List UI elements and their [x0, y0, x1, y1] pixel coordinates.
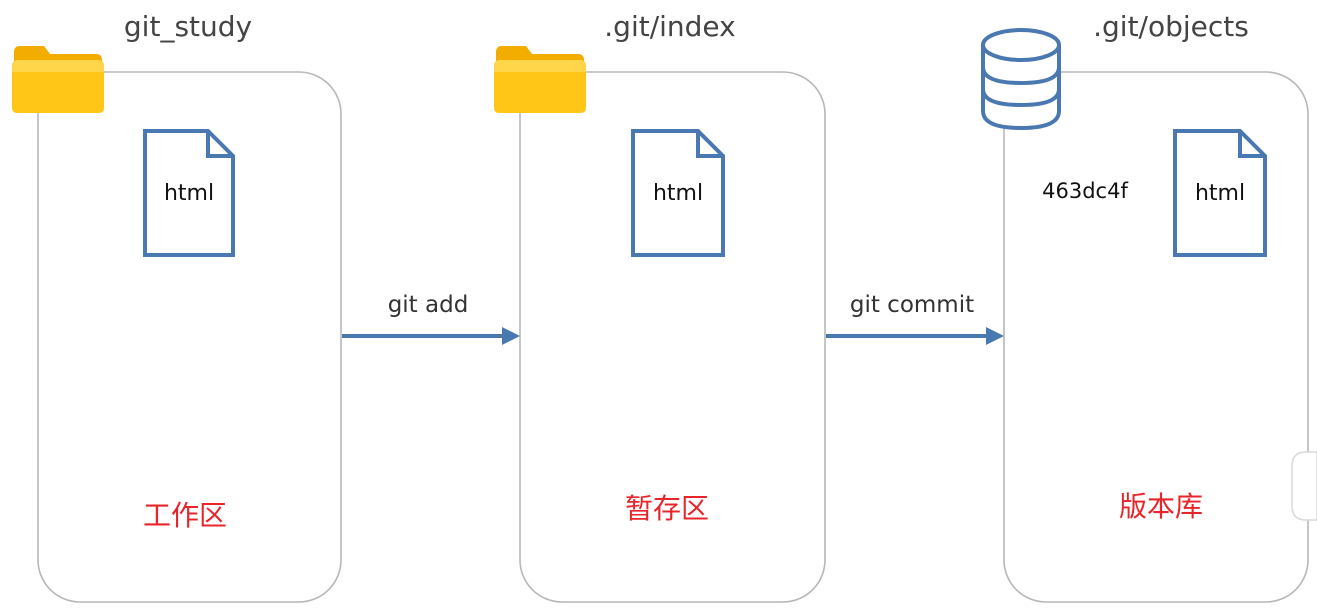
folder-icon [12, 46, 104, 113]
arrowhead [502, 327, 520, 345]
panel-title: .git/objects [1093, 10, 1249, 43]
panel-working-directory: git_study html 工作区 [12, 10, 342, 603]
arrowhead [986, 327, 1004, 345]
html-file-icon: html [1173, 129, 1267, 257]
html-file-icon: html [631, 129, 725, 257]
arrow-label: git add [388, 292, 469, 318]
panel-staging-area: .git/index html 暂存区 [494, 10, 826, 603]
database-icon [981, 28, 1061, 131]
panel-box [37, 71, 342, 603]
panel-repository: .git/objects 463dc4f html 版本库 [981, 10, 1309, 603]
side-widget-edge [1291, 451, 1317, 521]
folder-icon [494, 46, 586, 113]
panel-box [519, 71, 826, 603]
area-label: 暂存区 [625, 492, 709, 525]
panel-title: .git/index [604, 10, 735, 43]
area-label: 工作区 [143, 499, 227, 532]
arrow-git-add: git add [342, 292, 520, 345]
file-label: html [164, 181, 214, 206]
commit-hash: 463dc4f [1042, 179, 1128, 203]
arrow-label: git commit [850, 292, 974, 318]
html-file-icon: html [143, 129, 235, 257]
panel-title: git_study [124, 10, 252, 43]
file-label: html [1195, 181, 1245, 206]
file-label: html [653, 181, 703, 206]
area-label: 版本库 [1119, 490, 1203, 523]
arrow-git-commit: git commit [826, 292, 1004, 345]
